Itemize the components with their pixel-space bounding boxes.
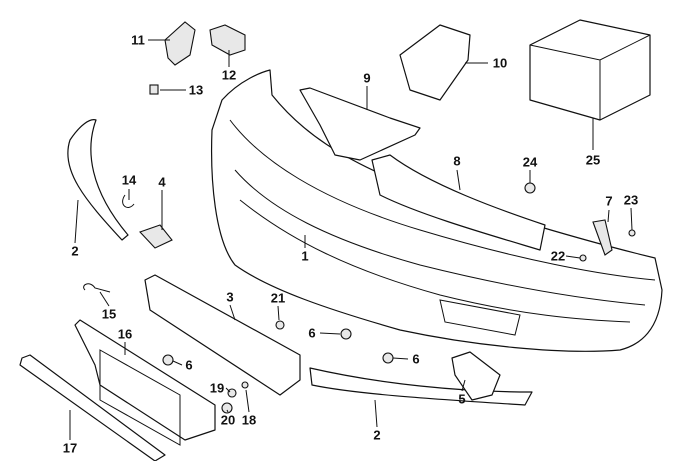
callout-2-upper: 2 — [71, 243, 79, 259]
callout-7: 7 — [605, 193, 613, 209]
callout-14: 14 — [121, 172, 137, 188]
callout-15: 15 — [101, 306, 117, 322]
part-13-clip — [149, 84, 159, 95]
part-19-screw — [227, 388, 237, 398]
part-9-bracket — [299, 87, 421, 161]
callout-3: 3 — [226, 289, 234, 305]
part-6-nut-a — [340, 328, 352, 340]
part-15-clip — [83, 283, 111, 293]
part-14-clip — [122, 194, 135, 208]
callout-23: 23 — [623, 192, 639, 208]
callout-13: 13 — [188, 82, 204, 98]
callout-8: 8 — [453, 153, 461, 169]
part-7-bracket — [592, 219, 613, 256]
part-2-left-trim — [67, 119, 129, 241]
callout-6-right: 6 — [412, 351, 420, 367]
part-18-washer — [241, 381, 249, 389]
part-24-grommet — [524, 182, 536, 194]
callout-22: 22 — [550, 248, 566, 264]
part-10-air-duct — [399, 24, 471, 101]
callout-6-center: 6 — [308, 325, 316, 341]
callout-17: 17 — [62, 440, 78, 456]
part-11-bracket — [164, 21, 196, 66]
part-21-clip — [275, 320, 285, 330]
callout-16: 16 — [117, 326, 133, 342]
callout-6-left: 6 — [185, 357, 193, 373]
part-22-screw — [579, 254, 587, 262]
part-20-nut — [221, 402, 233, 414]
callout-12: 12 — [221, 67, 237, 83]
part-5-reflector — [451, 351, 501, 401]
part-6-nut-c — [382, 352, 394, 364]
callout-24: 24 — [522, 154, 538, 170]
callout-11: 11 — [131, 32, 145, 48]
callout-4: 4 — [158, 174, 166, 190]
callout-1: 1 — [301, 248, 309, 264]
callout-19: 19 — [209, 380, 225, 396]
part-17-lower-strip — [19, 354, 166, 461]
part-23-screw — [628, 229, 636, 237]
callout-25: 25 — [585, 152, 601, 168]
callout-10: 10 — [492, 55, 508, 71]
part-8-grille — [371, 154, 546, 251]
part-3-carrier — [144, 274, 301, 396]
callout-2-lower: 2 — [373, 427, 381, 443]
callout-21: 21 — [270, 290, 286, 306]
part-4-bracket — [139, 224, 173, 249]
callout-20: 20 — [220, 412, 236, 428]
callout-9: 9 — [363, 70, 371, 86]
part-6-nut-b — [162, 354, 174, 366]
part-25-box — [529, 19, 651, 121]
callout-5: 5 — [458, 391, 466, 407]
leader-lines — [69, 39, 633, 440]
callout-18: 18 — [241, 412, 257, 428]
part-12-bracket — [209, 24, 246, 56]
